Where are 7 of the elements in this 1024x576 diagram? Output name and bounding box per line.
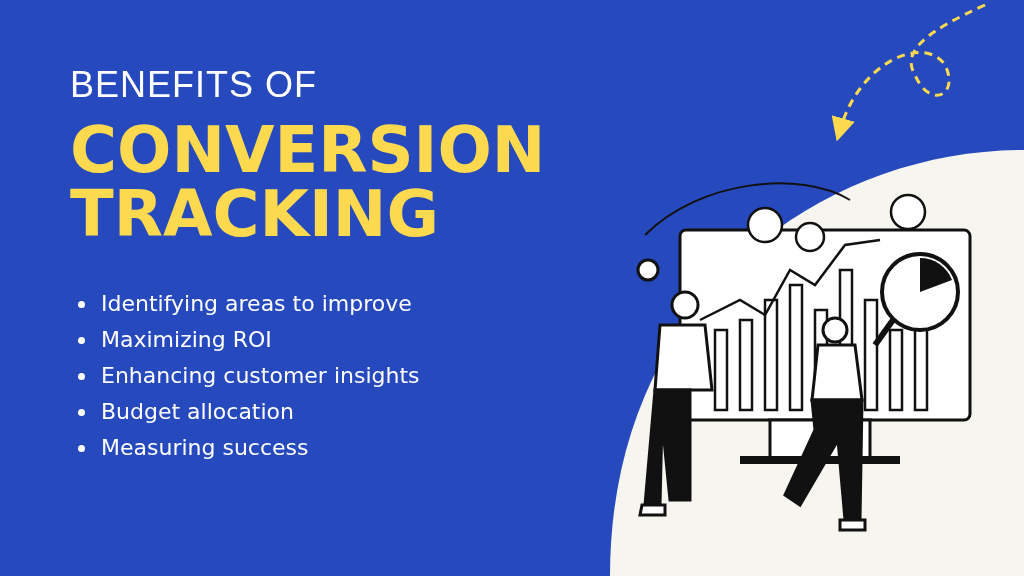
list-item-text: Budget allocation (101, 398, 294, 426)
title: CONVERSION TRACKING (70, 118, 547, 246)
list-item-text: Measuring success (101, 434, 309, 462)
list-item-text: Identifying areas to improve (101, 290, 412, 318)
heading: BENEFITS OF (70, 64, 318, 106)
list-item-text: Enhancing customer insights (101, 362, 420, 390)
list-item-text: Maximizing ROI (101, 326, 272, 354)
